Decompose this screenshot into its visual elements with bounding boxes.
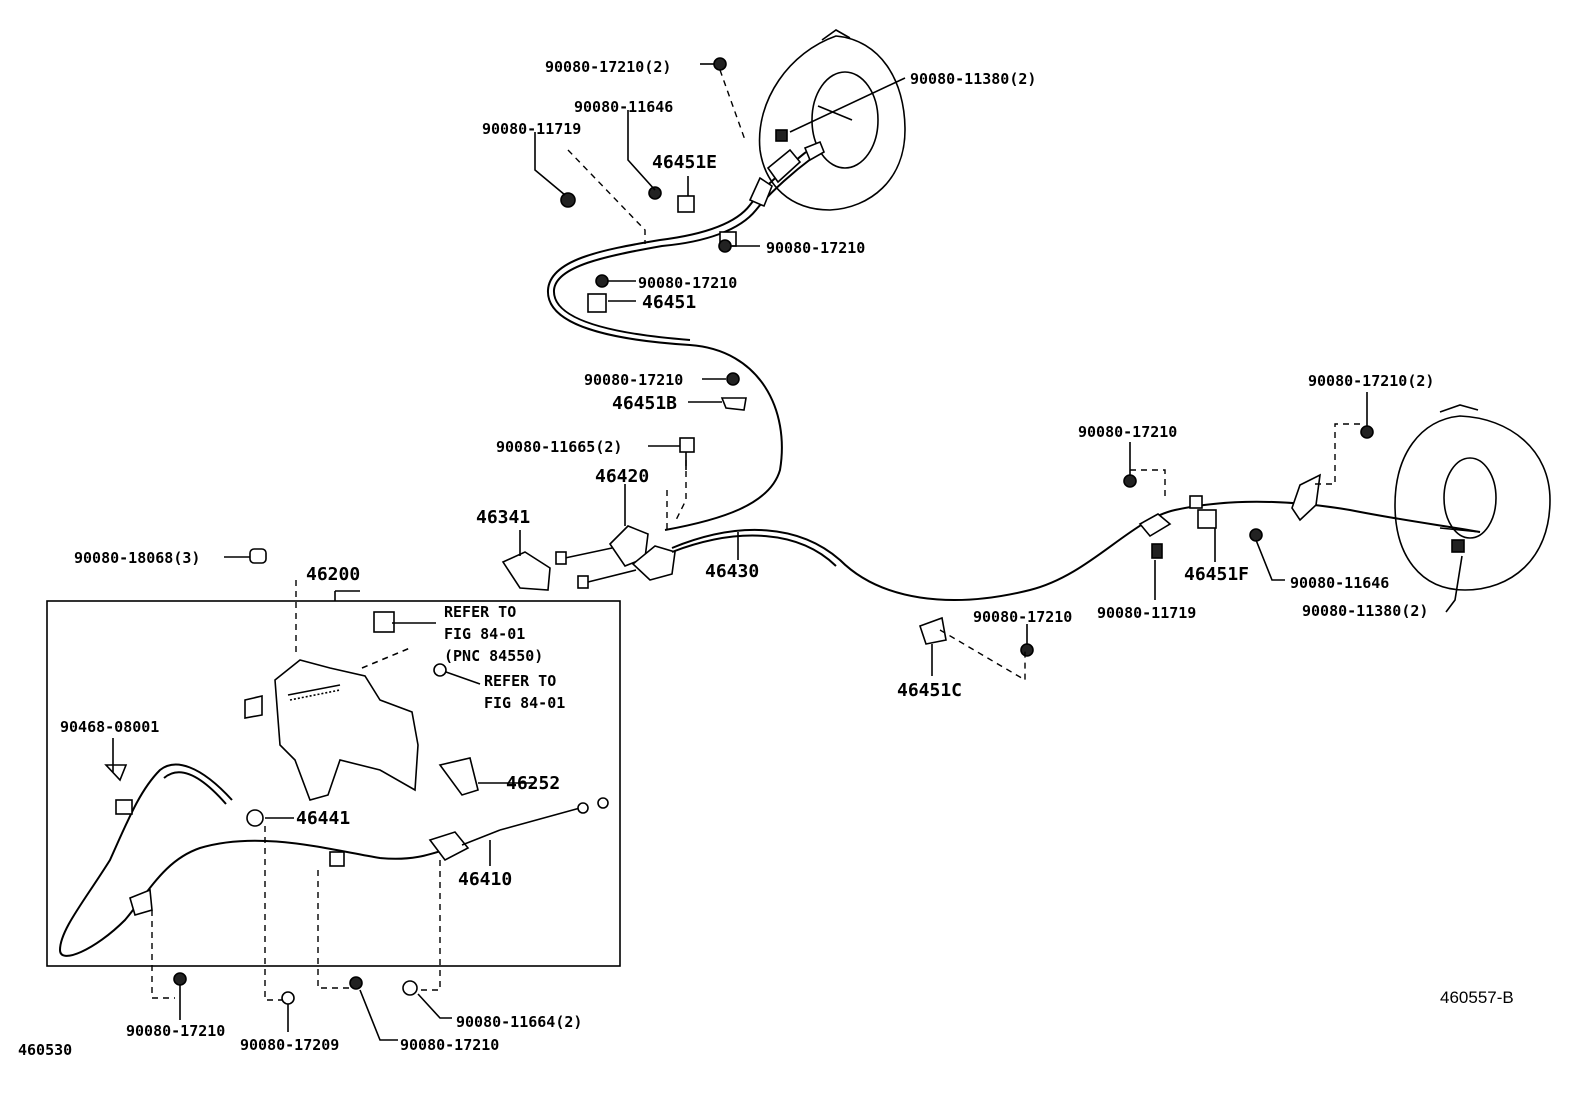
part-label: 90080-11719	[1097, 604, 1196, 622]
part-label: 46410	[458, 869, 512, 890]
refer-note-line: REFER TO	[444, 603, 516, 621]
backing-plate-right	[1394, 404, 1551, 591]
bolt-icon	[402, 980, 418, 996]
nut-icon	[281, 991, 295, 1005]
part-label: 90080-11664(2)	[456, 1013, 582, 1031]
part-label: 90080-17210	[638, 274, 737, 292]
part-label: 90080-11646	[1290, 574, 1389, 592]
part-label: 90080-11719	[482, 120, 581, 138]
nut-icon	[249, 548, 267, 564]
cable-left	[546, 140, 826, 531]
part-label: 90080-18068(3)	[74, 549, 200, 567]
refer-note-line: (PNC 84550)	[444, 647, 543, 665]
part-label: 90080-17210(2)	[545, 58, 671, 76]
nut-icon	[713, 57, 727, 71]
part-label: 46200	[306, 564, 360, 585]
figure-ref-right: 460557-B	[1440, 988, 1514, 1007]
nut-icon	[1020, 643, 1034, 657]
cable-lower	[58, 763, 609, 957]
bracket-icon	[720, 397, 747, 411]
bolt-icon	[1249, 528, 1263, 542]
bolt-icon	[560, 192, 576, 208]
part-label: 90080-17209	[240, 1036, 339, 1054]
part-label: 90080-17210	[766, 239, 865, 257]
part-label: 46451	[642, 292, 696, 313]
part-label: 46420	[595, 466, 649, 487]
nut-icon	[173, 972, 187, 986]
part-label: 90080-17210	[126, 1022, 225, 1040]
assembly-46200-box	[46, 590, 621, 967]
bracket-icon	[918, 616, 947, 645]
part-label: 46451B	[612, 393, 677, 414]
backing-plate-upper	[758, 29, 906, 211]
part-label: 90080-17210	[973, 608, 1072, 626]
part-label: 90080-17210(2)	[1308, 372, 1434, 390]
part-label: 46341	[476, 507, 530, 528]
part-label: 90080-11665(2)	[496, 438, 622, 456]
refer-note-line: FIG 84-01	[444, 625, 525, 643]
part-label: 46430	[705, 561, 759, 582]
bolt-icon	[648, 186, 662, 200]
nut-icon	[718, 239, 732, 253]
bolt-icon	[775, 129, 788, 142]
part-label: 90080-11380(2)	[910, 70, 1036, 88]
nut-icon	[349, 976, 363, 990]
part-label: 90080-17210	[584, 371, 683, 389]
equalizer-46420	[555, 437, 695, 589]
part-label: 46441	[296, 808, 350, 829]
bolt-icon	[1151, 543, 1163, 559]
bushing-icon	[246, 809, 264, 827]
dashed-lines	[151, 69, 1360, 1001]
part-label: 46451C	[897, 680, 962, 701]
part-label: 46451E	[652, 152, 717, 173]
nut-icon	[726, 372, 740, 386]
bracket-icon	[501, 551, 551, 591]
clip-icon	[587, 293, 607, 313]
part-label: 90080-17210	[400, 1036, 499, 1054]
part-label: 90468-08001	[60, 718, 159, 736]
nut-icon	[1360, 425, 1374, 439]
part-label: 90080-11380(2)	[1302, 602, 1428, 620]
cable-46430	[671, 473, 1481, 601]
nut-icon	[1123, 474, 1137, 488]
part-labels: 90080-17210(2) 90080-11380(2) 90080-1164…	[18, 58, 1514, 1059]
refer-note-line: FIG 84-01	[484, 694, 565, 712]
nut-icon	[595, 274, 609, 288]
part-label: 46252	[506, 773, 560, 794]
part-label: 90080-17210	[1078, 423, 1177, 441]
figure-ref-left: 460530	[18, 1041, 72, 1059]
leader-lines	[112, 63, 1463, 1041]
refer-note-line: REFER TO	[484, 672, 556, 690]
clip-icon	[677, 195, 695, 213]
part-label: 46451F	[1184, 564, 1249, 585]
part-label: 90080-11646	[574, 98, 673, 116]
